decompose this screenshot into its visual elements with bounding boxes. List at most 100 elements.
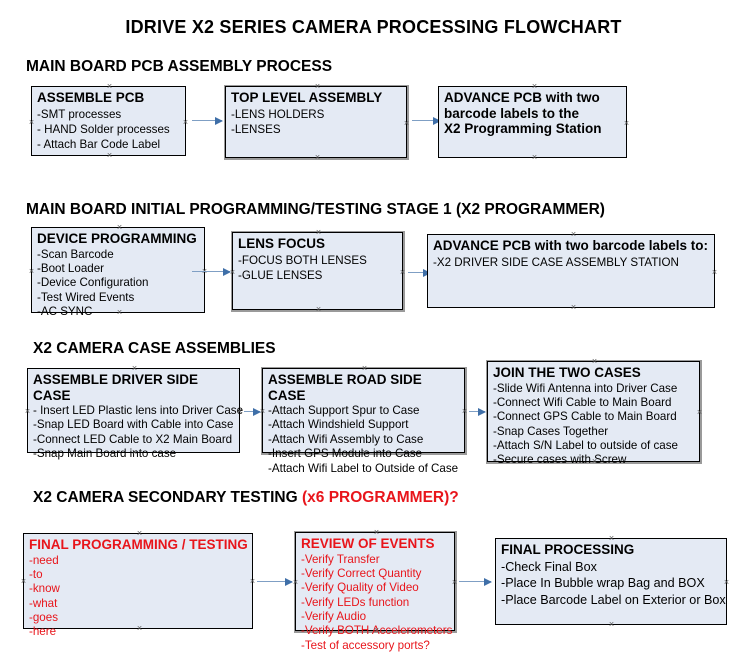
node-lines: -Check Final Box -Place In Bubble wrap B…: [501, 559, 726, 610]
resize-handle-left[interactable]: [292, 579, 299, 586]
section-heading-initial-programming: MAIN BOARD INITIAL PROGRAMMING/TESTING S…: [26, 201, 605, 219]
node-final-programming-testing[interactable]: FINAL PROGRAMMING / TESTING -need -to -k…: [20, 530, 256, 638]
resize-handle-top[interactable]: [136, 530, 143, 537]
node-line: -Verify Quality of Video: [301, 581, 419, 595]
node-lines: -LENS HOLDERS -LENSES: [231, 107, 402, 138]
section-heading-text: X2 CAMERA SECONDARY TESTING: [33, 489, 302, 506]
node-line: -Check Final Box: [501, 559, 597, 574]
node-line: - Insert LED Plastic lens into Driver Ca…: [33, 404, 244, 418]
resize-handle-bottom[interactable]: [608, 621, 615, 628]
arrow-driver-case-to-road-case: [244, 407, 261, 416]
resize-handle-right[interactable]: [723, 579, 730, 586]
node-assemble-road-side-case[interactable]: ASSEMBLE ROAD SIDE CASE -Attach Support …: [262, 365, 468, 475]
node-line: -Attach Support Spur to Case: [268, 404, 420, 418]
resize-handle-top[interactable]: [131, 365, 138, 372]
resize-handle-right[interactable]: [623, 120, 630, 127]
node-review-of-events[interactable]: REVIEW OF EVENTS -Verify Transfer -Verif…: [292, 529, 458, 652]
node-line: -LENSES: [231, 122, 281, 136]
node-line: -Snap Cases Together: [493, 424, 609, 438]
node-line: -here: [29, 625, 57, 639]
node-line: -know: [29, 582, 60, 596]
node-join-the-two-cases[interactable]: JOIN THE TWO CASES -Slide Wifi Antenna i…: [487, 358, 703, 466]
resize-handle-left[interactable]: [24, 408, 31, 415]
page-title: IDRIVE X2 SERIES CAMERA PROCESSING FLOWC…: [125, 17, 622, 37]
node-line: - HAND Solder processes: [37, 122, 170, 136]
node-line: -what: [29, 596, 58, 610]
node-line: -Test Wired Events: [37, 290, 135, 304]
resize-handle-top[interactable]: [116, 224, 123, 231]
resize-handle-right[interactable]: [399, 269, 406, 276]
resize-handle-bottom[interactable]: [106, 152, 113, 159]
node-line: -Connect LED Cable to X2 Main Board: [33, 432, 233, 446]
node-line: -Attach S/N Label to outside of case: [493, 439, 678, 453]
node-title: FINAL PROCESSING: [501, 542, 635, 557]
resize-handle-left[interactable]: [20, 578, 27, 585]
node-line: -Scan Barcode: [37, 247, 114, 261]
node-line: -Place Barcode Label on Exterior or Box: [501, 593, 726, 608]
node-lines: -SMT processes - HAND Solder processes -…: [37, 107, 181, 153]
node-line: -AC SYNC: [37, 305, 93, 319]
section-heading-text: X2 CAMERA CASE ASSEMBLIES: [33, 340, 276, 357]
node-line: -SMT processes: [37, 107, 122, 121]
node-line: -Connect GPS Cable to Main Board: [493, 410, 677, 424]
node-advance-pcb-driver-side-station[interactable]: ADVANCE PCB with two barcode labels to: …: [427, 234, 715, 308]
node-line: -Verify BOTH Accelerometers: [301, 624, 453, 638]
resize-handle-top[interactable]: [106, 83, 113, 90]
node-device-programming[interactable]: DEVICE PROGRAMMING -Scan Barcode -Boot L…: [28, 224, 205, 318]
resize-handle-right[interactable]: [249, 578, 256, 585]
arrow-review-to-final-processing: [459, 577, 492, 586]
node-title: FINAL PROGRAMMING / TESTING: [29, 537, 248, 552]
node-line: -LENS HOLDERS: [231, 107, 325, 121]
node-title: TOP LEVEL ASSEMBLY: [231, 90, 383, 105]
node-top-level-assembly[interactable]: TOP LEVEL ASSEMBLY -LENS HOLDERS -LENSES: [225, 86, 407, 158]
arrow-top-level-to-advance: [412, 116, 441, 125]
node-line: -Snap Main Board into case: [33, 447, 177, 461]
node-line: -Device Configuration: [37, 276, 149, 290]
resize-handle-top[interactable]: [373, 529, 380, 536]
resize-handle-right[interactable]: [711, 269, 718, 276]
resize-handle-left[interactable]: [28, 119, 35, 126]
node-line: -GLUE LENSES: [238, 268, 323, 282]
resize-handle-top[interactable]: [591, 358, 598, 365]
node-line: -Verify Transfer: [301, 552, 380, 566]
resize-handle-top[interactable]: [531, 83, 538, 90]
section-heading-secondary-testing: X2 CAMERA SECONDARY TESTING (x6 PROGRAMM…: [33, 489, 459, 507]
section-heading-text: MAIN BOARD PCB ASSEMBLY PROCESS: [26, 58, 333, 75]
node-line: -Attach Wifi Assembly to Case: [268, 432, 424, 446]
node-line: -Verify Correct Quantity: [301, 566, 422, 580]
node-lines: - Insert LED Plastic lens into Driver Ca…: [33, 404, 244, 462]
node-title: ADVANCE PCB with two barcode labels to t…: [444, 90, 602, 137]
resize-handle-right[interactable]: [696, 409, 703, 416]
node-line: -Verify LEDs function: [301, 595, 410, 609]
node-lens-focus[interactable]: LENS FOCUS -FOCUS BOTH LENSES -GLUE LENS…: [232, 232, 403, 310]
arrow-device-to-lens-focus: [192, 267, 231, 276]
resize-handle-bottom[interactable]: [531, 154, 538, 161]
node-advance-pcb-programming-station[interactable]: ADVANCE PCB with two barcode labels to t…: [438, 86, 627, 158]
resize-handle-top[interactable]: [570, 231, 577, 238]
arrow-road-case-to-join-cases: [469, 407, 486, 416]
resize-handle-top[interactable]: [314, 83, 321, 90]
node-line: -Connect Wifi Cable to Main Board: [493, 395, 672, 409]
resize-handle-right[interactable]: [403, 120, 410, 127]
resize-handle-bottom[interactable]: [315, 306, 322, 313]
node-line: -Boot Loader: [37, 261, 105, 275]
resize-handle-bottom[interactable]: [314, 154, 321, 161]
resize-handle-top[interactable]: [608, 535, 615, 542]
resize-handle-left[interactable]: [28, 268, 35, 275]
resize-handle-top[interactable]: [315, 229, 322, 236]
node-final-processing[interactable]: FINAL PROCESSING -Check Final Box -Place…: [495, 538, 727, 625]
resize-handle-right[interactable]: [461, 408, 468, 415]
node-lines: -Scan Barcode -Boot Loader -Device Confi…: [37, 248, 200, 320]
node-line: -to: [29, 567, 43, 581]
resize-handle-right[interactable]: [451, 579, 458, 586]
node-assemble-pcb[interactable]: ASSEMBLE PCB -SMT processes - HAND Solde…: [31, 86, 186, 156]
resize-handle-right[interactable]: [182, 119, 189, 126]
node-title: LENS FOCUS: [238, 236, 326, 251]
resize-handle-top[interactable]: [361, 365, 368, 372]
node-line: -Attach Windshield Support: [268, 418, 409, 432]
node-assemble-driver-side-case[interactable]: ASSEMBLE DRIVER SIDE CASE - Insert LED P…: [24, 365, 243, 460]
resize-handle-bottom[interactable]: [570, 304, 577, 311]
node-title: ASSEMBLE DRIVER SIDE CASE: [33, 372, 199, 403]
node-line: -Test of accessory ports?: [301, 638, 430, 652]
